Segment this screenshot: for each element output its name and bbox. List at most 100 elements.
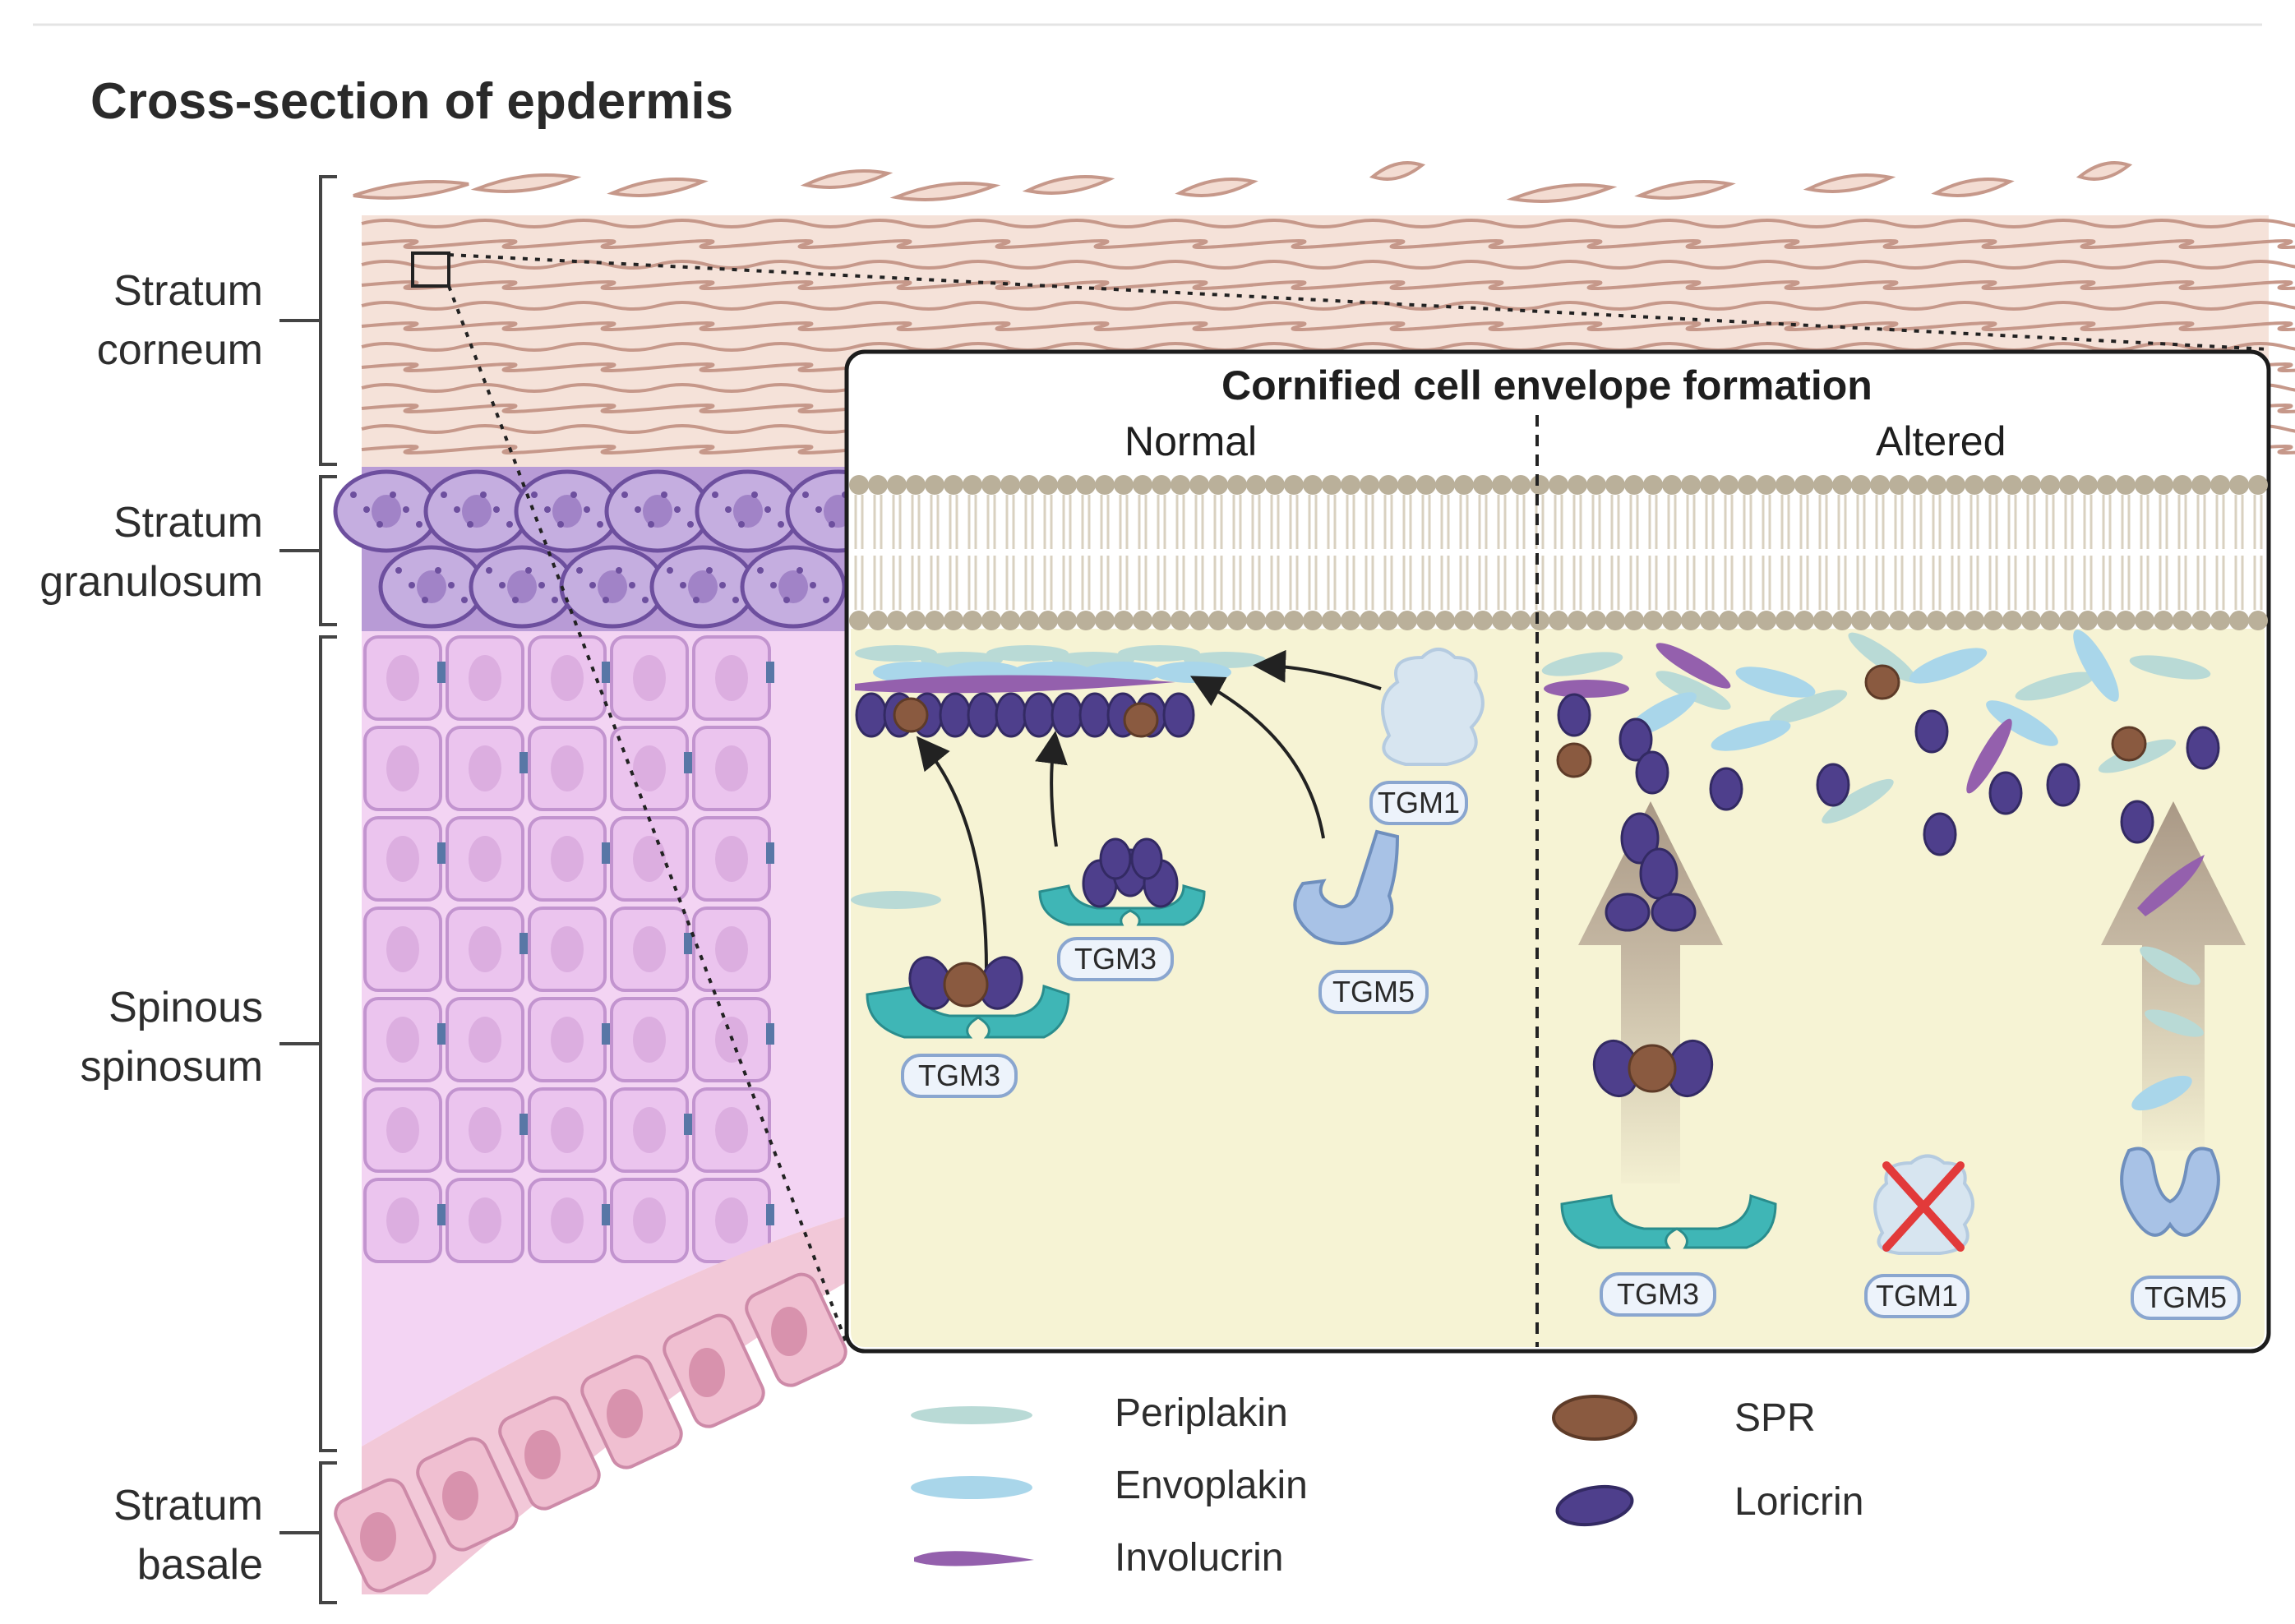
lipid-head xyxy=(849,475,869,495)
lipid-head xyxy=(1095,611,1115,630)
lipid-tail xyxy=(1232,495,1242,610)
lipid-head xyxy=(1965,475,1984,495)
lipid-head xyxy=(1719,611,1739,630)
lipid-head xyxy=(1586,611,1606,630)
lipid-head xyxy=(1076,611,1096,630)
loricrin xyxy=(1051,692,1083,738)
lipid-tail xyxy=(1402,495,1412,610)
layer-label-granulosum-line1: Stratum xyxy=(113,499,263,547)
lipid-head xyxy=(2154,475,2173,495)
loricrin xyxy=(939,692,972,738)
lipid-tail xyxy=(1610,495,1620,610)
lipid-head xyxy=(1435,475,1455,495)
corneum-flake xyxy=(1931,178,2015,197)
lipid-head xyxy=(1586,475,1606,495)
keratohyalin-granule xyxy=(435,567,441,574)
lipid-head xyxy=(1889,611,1909,630)
stratum-spinosum-region xyxy=(362,631,847,1446)
spinous-nucleus xyxy=(633,1017,666,1063)
lipid-tail xyxy=(892,495,902,610)
loricrin xyxy=(1635,750,1669,795)
spinous-nucleus xyxy=(633,926,666,972)
lipid-tail xyxy=(1969,495,1979,610)
desmosome xyxy=(519,1114,528,1135)
loricrin xyxy=(2120,800,2154,844)
corneum-line xyxy=(361,321,2295,331)
lipid-head xyxy=(925,611,944,630)
keratohyalin-granule xyxy=(603,597,609,603)
keratohyalin-granule xyxy=(621,491,628,498)
lipid-head xyxy=(981,475,1001,495)
desmosome xyxy=(684,752,692,773)
layer-label-corneum-line1: Stratum xyxy=(113,267,263,315)
lipid-tail xyxy=(949,495,958,610)
lipid-tail xyxy=(1157,495,1166,610)
layer-label-basale-line2: basale xyxy=(136,1541,263,1589)
lipid-head xyxy=(1189,475,1209,495)
spinous-nucleus xyxy=(715,745,748,791)
legend-involucrin: Involucrin xyxy=(1115,1536,1284,1580)
lipid-tail xyxy=(1932,495,1942,610)
lipid-head xyxy=(1662,475,1682,495)
lipid-tail xyxy=(1799,495,1809,610)
loricrin xyxy=(2186,726,2220,770)
tgm3-altered-shape xyxy=(1560,1193,1777,1249)
keratohyalin-granule xyxy=(403,506,409,513)
granular-nucleus xyxy=(688,570,718,603)
desmosome xyxy=(602,1204,610,1225)
lipid-head xyxy=(1360,475,1379,495)
lipid-tail xyxy=(1270,495,1280,610)
lipid-head xyxy=(868,611,888,630)
desmosome xyxy=(437,1023,446,1045)
lipid-tail xyxy=(1516,495,1526,610)
corneum-flake xyxy=(1803,173,1896,193)
spinous-nucleus xyxy=(386,1017,419,1063)
lipid-head xyxy=(2191,611,2211,630)
lipid-tail xyxy=(1251,495,1261,610)
lipid-tail xyxy=(1308,495,1318,610)
spinous-nucleus xyxy=(551,836,584,882)
lipid-tail xyxy=(1856,495,1866,610)
lipid-head xyxy=(1378,611,1398,630)
keratohyalin-granule xyxy=(648,521,654,528)
keratohyalin-granule xyxy=(557,521,564,528)
lipid-head xyxy=(2135,611,2154,630)
lipid-head xyxy=(963,611,982,630)
periplakin-legend-icon xyxy=(911,1406,1032,1424)
lipid-tail xyxy=(1081,495,1091,610)
keratohyalin-granule xyxy=(823,597,829,603)
periplakin xyxy=(1655,671,1731,710)
lipid-head xyxy=(2116,475,2136,495)
spr-legend-icon xyxy=(1552,1395,1637,1441)
lipid-tail xyxy=(1667,495,1677,610)
lipid-head xyxy=(1851,475,1871,495)
lipid-tail xyxy=(2215,495,2225,610)
keratohyalin-granule xyxy=(680,582,686,588)
granular-nucleus xyxy=(598,570,627,603)
lipid-head xyxy=(1227,611,1247,630)
granular-nucleus xyxy=(372,495,401,528)
keratohyalin-granule xyxy=(480,491,487,498)
lipid-tail xyxy=(1894,495,1904,610)
spinous-nucleus xyxy=(551,745,584,791)
involucrin xyxy=(1544,680,1629,698)
corneum-flake xyxy=(2076,161,2133,181)
lipid-tail xyxy=(1100,495,1110,610)
lipid-tail xyxy=(1421,495,1431,610)
lipid-head xyxy=(1341,475,1360,495)
lipid-head xyxy=(1813,475,1833,495)
lipid-head xyxy=(1643,475,1663,495)
keratohyalin-granule xyxy=(552,597,558,603)
lipid-head xyxy=(1776,475,1795,495)
layer-label-basale-line1: Stratum xyxy=(113,1482,263,1529)
lipid-tail xyxy=(2045,495,2055,610)
lipid-tail xyxy=(1762,495,1771,610)
spinous-nucleus xyxy=(633,1197,666,1243)
spinous-nucleus xyxy=(551,926,584,972)
periplakin xyxy=(1822,778,1894,824)
lipid-head xyxy=(1965,611,1984,630)
spinous-nucleus xyxy=(551,1197,584,1243)
lipid-head xyxy=(2002,475,2022,495)
lipid-head xyxy=(1832,611,1852,630)
lipid-head xyxy=(1738,611,1757,630)
